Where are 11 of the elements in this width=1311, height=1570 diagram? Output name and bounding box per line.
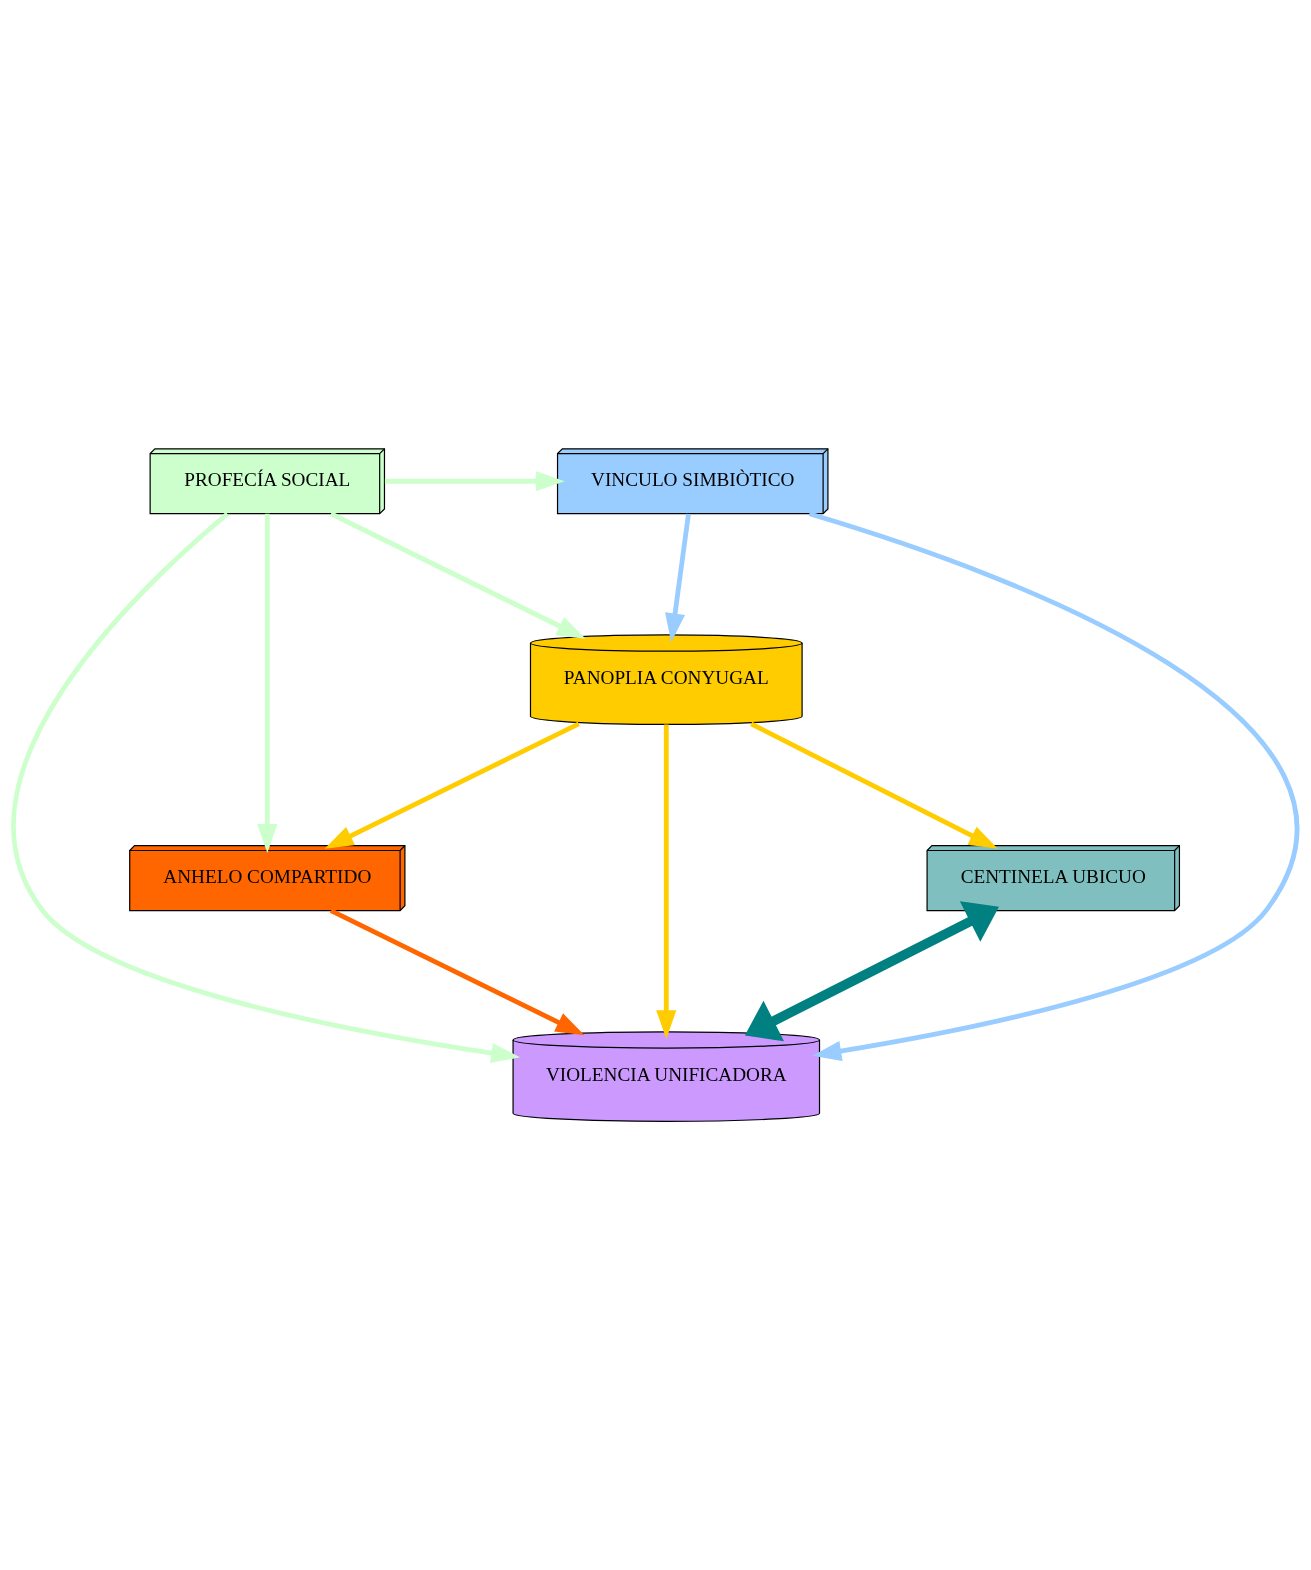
arrow	[750, 721, 998, 849]
arrow	[744, 901, 999, 1042]
arrow	[808, 511, 1299, 1062]
arrow	[665, 513, 691, 643]
arrow	[384, 471, 565, 492]
arrow	[329, 511, 586, 639]
arrow	[329, 908, 585, 1036]
arrow	[12, 512, 521, 1064]
arrow	[656, 724, 677, 1040]
arrow	[324, 721, 580, 849]
arrow	[257, 513, 278, 853]
